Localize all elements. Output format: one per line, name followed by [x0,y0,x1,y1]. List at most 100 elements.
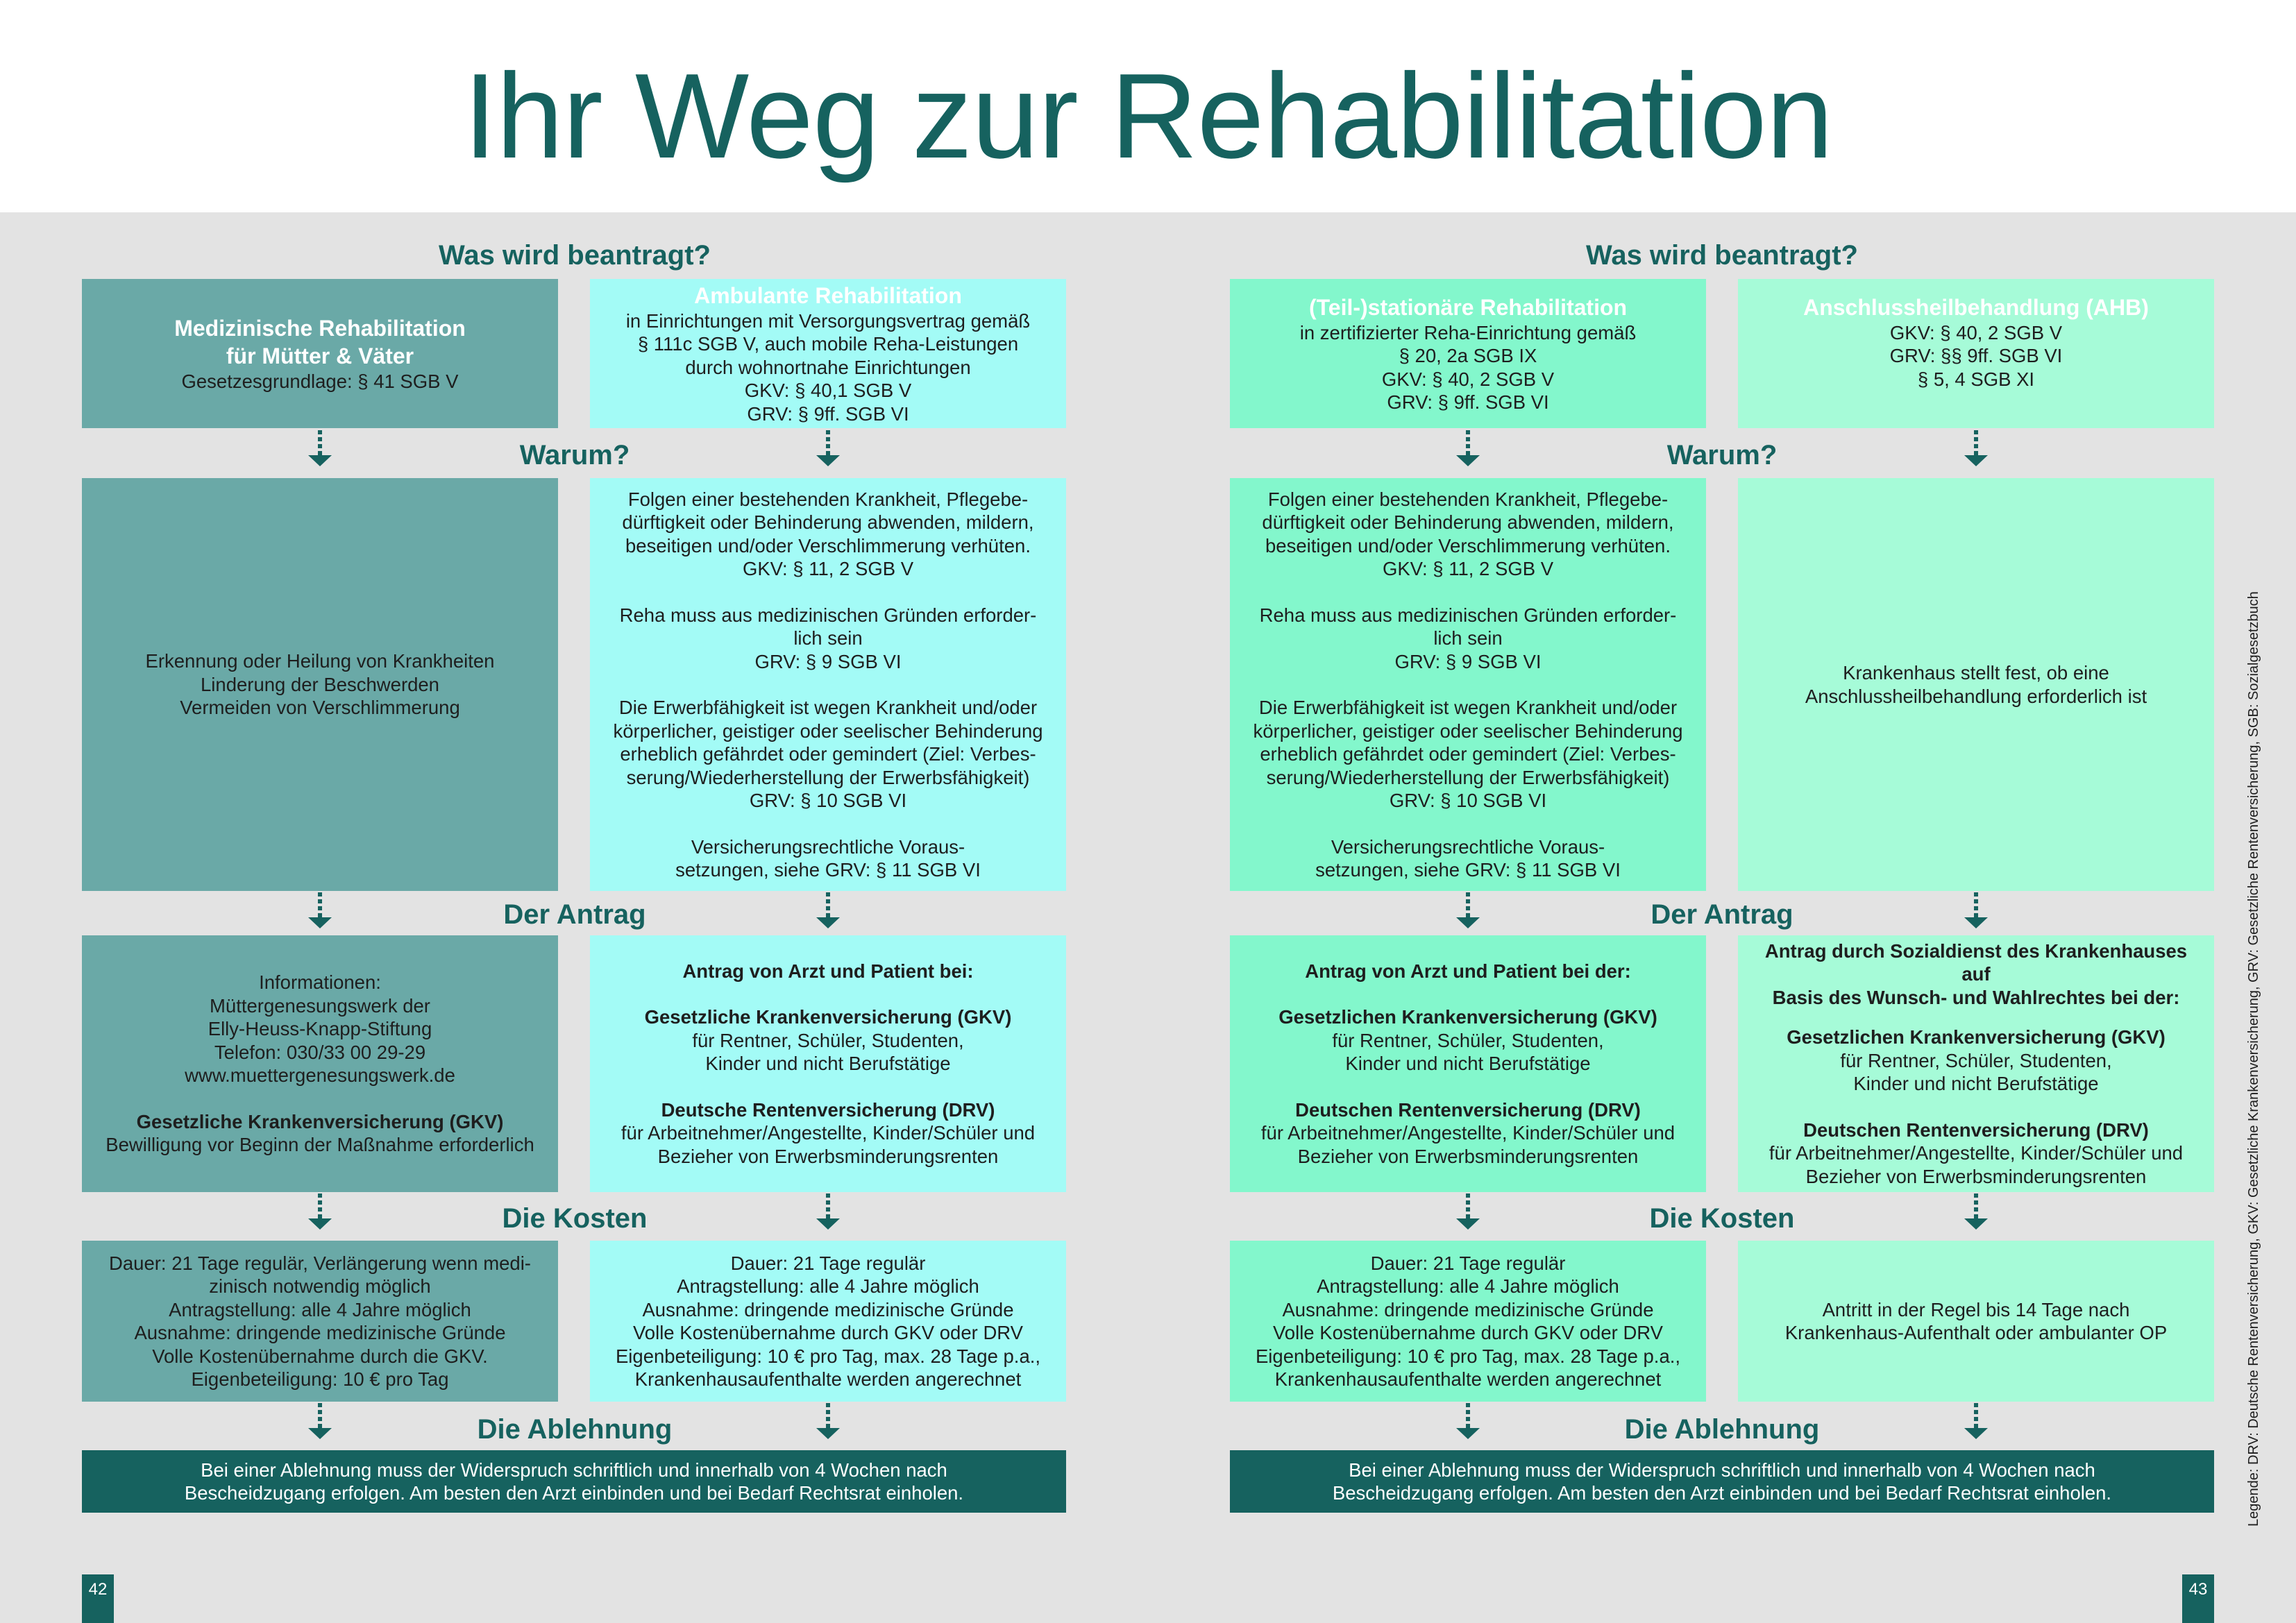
box-line: Die Erwerbfähigkeit ist wegen Krankheit … [618,697,1038,718]
arrow-down-icon [308,430,332,466]
box-line: Erkennung oder Heilung von Krankheiten [145,650,495,672]
box-line: durch wohnortnahe Einrichtungen [685,356,971,378]
heading-antrag-right: Der Antrag [1651,899,1793,930]
box-subheading: Deutschen Rentenversicherung (DRV) [1295,1098,1641,1121]
box-line: erheblich gefährdet oder gemindert (Ziel… [1260,743,1676,765]
box-line: Krankenhausaufenthalte werden angerechne… [634,1368,1022,1390]
box-line: GKV: § 40, 2 SGB V [1889,321,2063,343]
box-line: Dauer: 21 Tage regulär, Verlängerung wen… [109,1252,531,1274]
box-line: Kinder und nicht Berufstätige [1345,1053,1591,1075]
box-line: Antragstellung: alle 4 Jahre möglich [169,1298,471,1320]
box-mutter-vater-beantragt: Medizinische Rehabilitation für Mütter &… [82,279,558,428]
box-subheading: Gesetzlichen Krankenversicherung (GKV) [1787,1026,2166,1048]
box-line: GRV: § 9 SGB VI [754,650,902,672]
box-title: Ambulante Rehabilitation [694,282,962,308]
arrow-down-icon [1456,892,1480,928]
box-line: GKV: § 11, 2 SGB V [1382,558,1554,579]
heading-ablehnung-right: Die Ablehnung [1624,1414,1820,1445]
box-line: Versicherungsrechtliche Voraus- [1331,835,1605,858]
arrow-down-icon [1964,1193,1988,1230]
box-subheading: Basis des Wunsch- und Wahlrechtes bei de… [1772,986,2180,1008]
box-line: Elly-Heuss-Knapp-Stiftung [208,1018,432,1040]
box-subheading: Deutsche Rentenversicherung (DRV) [661,1098,995,1121]
box-title: Medizinische Rehabilitation [174,315,466,341]
box-line: Antritt in der Regel bis 14 Tage nach [1822,1298,2130,1320]
box-line: GRV: § 10 SGB VI [1389,790,1547,811]
box-line: Kinder und nicht Berufstätige [705,1053,951,1075]
box-line: für Arbeitnehmer/Angestellte, Kinder/Sch… [1260,1122,1675,1144]
box-line: lich sein [793,627,863,649]
box-line: Bezieher von Erwerbsminderungsrenten [1805,1165,2147,1187]
box-ambulant-antrag: Antrag von Arzt und Patient bei: Gesetzl… [590,935,1066,1192]
box-line: Volle Kostenübernahme durch GKV oder DRV [632,1322,1024,1343]
box-line: erheblich gefährdet oder gemindert (Ziel… [620,743,1036,765]
box-stationaer-kosten: Dauer: 21 Tage regulär Antragstellung: a… [1230,1241,1706,1402]
box-line: GRV: §§ 9ff. SGB VI [1889,345,2063,367]
box-line: GKV: § 40, 2 SGB V [1381,368,1555,390]
box-line: serung/Wiederherstellung der Erwerbsfähi… [1266,766,1670,788]
box-line: körperlicher, geistiger oder seelischer … [1253,720,1683,742]
box-ahb-antrag: Antrag durch Sozialdienst des Krankenhau… [1738,935,2214,1192]
box-line: Reha muss aus medizinischen Gründen erfo… [1259,604,1677,626]
box-line: Anschlussheilbehandlung erforderlich ist [1805,685,2147,707]
box-line: Ausnahme: dringende medizinische Gründe [642,1298,1014,1320]
box-mutter-vater-warum: Erkennung oder Heilung von Krankheiten L… [82,478,558,891]
arrow-down-icon [816,1403,840,1439]
box-stationaer-antrag: Antrag von Arzt und Patient bei der: Ges… [1230,935,1706,1192]
page-title: Ihr Weg zur Rehabilitation [463,48,1834,183]
box-line: Vermeiden von Verschlimmerung [180,697,460,719]
heading-kosten-left: Die Kosten [502,1203,648,1234]
box-line: Ausnahme: dringende medizinische Gründe [134,1322,506,1343]
arrow-down-icon [816,1193,840,1230]
box-line: für Arbeitnehmer/Angestellte, Kinder/Sch… [621,1122,1036,1144]
arrow-down-icon [1456,430,1480,466]
box-line: GRV: § 10 SGB VI [749,790,907,811]
box-line: GRV: § 9ff. SGB VI [1387,391,1549,413]
arrow-down-icon [1964,892,1988,928]
box-line: GKV: § 11, 2 SGB V [742,558,914,579]
box-line: Antragstellung: alle 4 Jahre möglich [677,1275,979,1297]
box-title: Anschlussheilbehandlung (AHB) [1803,294,2149,320]
box-subheading: Antrag von Arzt und Patient bei der: [1305,960,1631,982]
arrow-down-icon [308,1193,332,1230]
arrow-down-icon [816,430,840,466]
heading-warum-right: Warum? [1666,440,1778,470]
page-number-right: 43 [2182,1574,2214,1623]
box-ablehnung-left: Bei einer Ablehnung muss der Widerspruch… [82,1450,1066,1513]
box-subheading: Deutschen Rentenversicherung (DRV) [1803,1119,2149,1141]
box-line: Volle Kostenübernahme durch GKV oder DRV [1272,1322,1664,1343]
box-line: in Einrichtungen mit Versorgungsvertrag … [625,309,1031,332]
arrow-down-icon [308,1403,332,1439]
box-line: für Rentner, Schüler, Studenten, [692,1029,964,1051]
box-line: Reha muss aus medizinischen Gründen erfo… [619,604,1037,626]
box-line: Folgen einer bestehenden Krankheit, Pfle… [1267,488,1669,510]
box-line: Krankenhausaufenthalte werden angerechne… [1274,1368,1662,1390]
box-line: Bei einer Ablehnung muss der Widerspruch… [201,1459,947,1481]
box-line: Kinder und nicht Berufstätige [1853,1073,2099,1095]
box-line: zinisch notwendig möglich [209,1275,431,1297]
box-line: Linderung der Beschwerden [201,673,439,695]
box-line: Müttergenesungswerk der [210,994,430,1017]
box-line: für Arbeitnehmer/Angestellte, Kinder/Sch… [1769,1142,2184,1164]
box-line: Versicherungsrechtliche Voraus- [691,835,965,858]
box-title: für Mütter & Väter [226,343,414,368]
box-mutter-vater-kosten: Dauer: 21 Tage regulär, Verlängerung wen… [82,1241,558,1402]
heading-was-right: Was wird beantragt? [1586,240,1858,271]
box-line: www.muettergenesungswerk.de [185,1064,455,1087]
box-ambulant-warum: Folgen einer bestehenden Krankheit, Pfle… [590,478,1066,891]
box-line: Bescheidzugang erfolgen. Am besten den A… [184,1482,964,1504]
box-line: Krankenhaus-Aufenthalt oder ambulanter O… [1784,1322,2168,1343]
box-mutter-vater-antrag: Informationen: Müttergenesungswerk der E… [82,935,558,1192]
box-line: Dauer: 21 Tage regulär [730,1252,926,1274]
box-line: dürftigkeit oder Behinderung abwenden, m… [622,511,1034,533]
box-line: Bezieher von Erwerbsminderungsrenten [657,1145,999,1167]
heading-was-left: Was wird beantragt? [439,240,711,271]
heading-warum-left: Warum? [519,440,630,470]
arrow-down-icon [1964,1403,1988,1439]
box-line: § 111c SGB V, auch mobile Reha-Leistunge… [637,333,1019,355]
legend-text: Legende: DRV: Deutsche Rentenversicherun… [2246,591,2261,1527]
box-ahb-kosten: Antritt in der Regel bis 14 Tage nach Kr… [1738,1241,2214,1402]
box-ambulant-kosten: Dauer: 21 Tage regulär Antragstellung: a… [590,1241,1066,1402]
box-line: Eigenbeteiligung: 10 € pro Tag, max. 28 … [615,1345,1041,1367]
box-subheading: Antrag durch Sozialdienst des Krankenhau… [1764,940,2188,985]
